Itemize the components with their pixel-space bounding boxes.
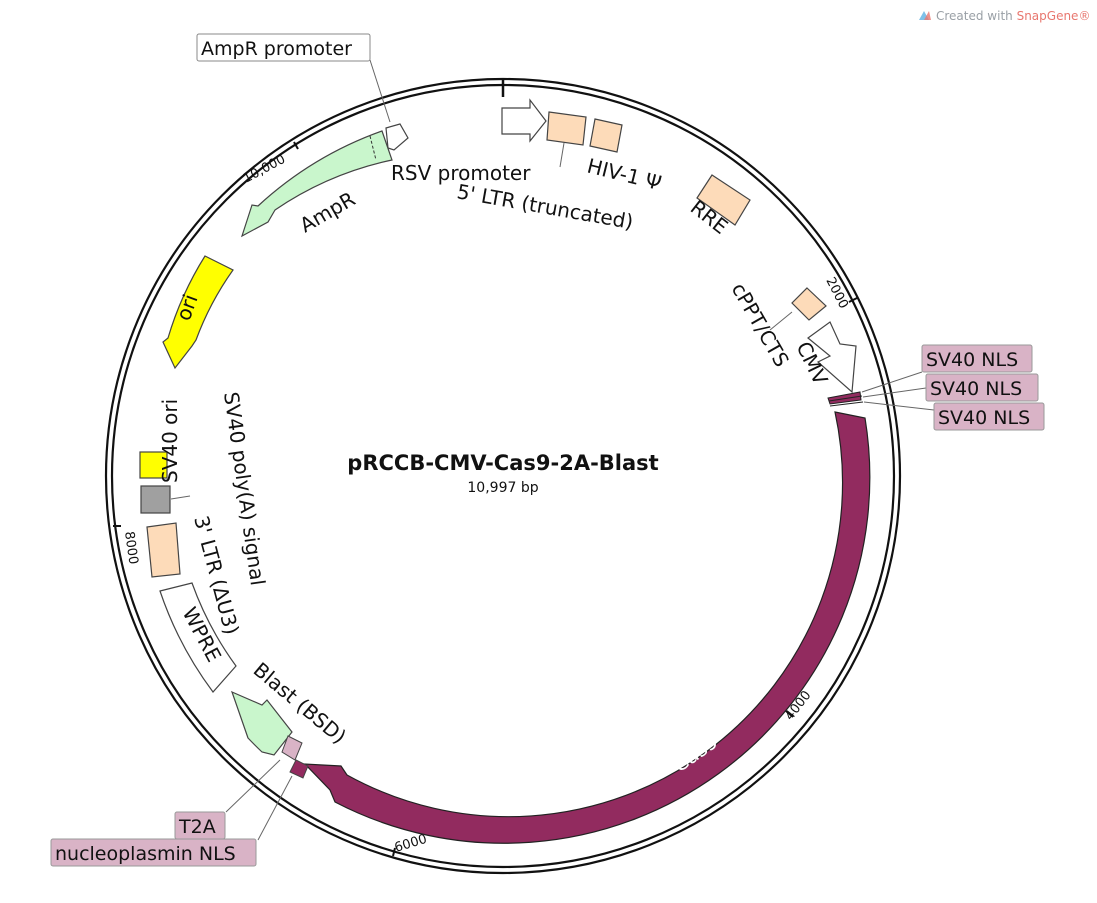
svg-text:nucleoplasmin NLS: nucleoplasmin NLS bbox=[55, 843, 236, 865]
snapgene-logo-icon bbox=[919, 11, 931, 20]
rsv-promoter-label: RSV promoter bbox=[391, 161, 531, 185]
wpre-feature[interactable] bbox=[159, 582, 237, 693]
tick-label-10000: 10,000 bbox=[241, 152, 288, 187]
sv40-nls-label-2[interactable]: SV40 NLS bbox=[925, 373, 1039, 402]
rsv-promoter-feature[interactable] bbox=[501, 98, 547, 143]
cmv-feature[interactable] bbox=[807, 321, 857, 394]
sv40-polya-feature[interactable] bbox=[140, 485, 171, 514]
svg-text:T2A: T2A bbox=[178, 816, 216, 838]
ampr-promoter-feature[interactable] bbox=[385, 123, 409, 151]
rre-feature[interactable] bbox=[696, 174, 751, 226]
ltr3-feature[interactable] bbox=[146, 522, 181, 578]
nucleoplasmin-nls-label-box[interactable]: nucleoplasmin NLS bbox=[50, 838, 257, 867]
svg-text:SV40 NLS: SV40 NLS bbox=[938, 407, 1030, 429]
plasmid-length: 10,997 bp bbox=[467, 480, 538, 496]
cppt-cts-feature[interactable] bbox=[791, 287, 827, 321]
watermark: Created with SnapGene® bbox=[919, 9, 1090, 23]
t2a-feature[interactable] bbox=[281, 735, 303, 761]
sv40-ori-feature[interactable] bbox=[139, 451, 168, 479]
ltr5-label: 5' LTR (truncated) bbox=[455, 179, 635, 234]
cppt-cts-label: cPPT/CTS bbox=[727, 279, 794, 371]
ampr-promoter-label-box[interactable]: AmpR promoter bbox=[196, 33, 371, 62]
nucleoplasmin-nls-feature[interactable] bbox=[289, 759, 309, 779]
sv40-nls-label-1[interactable]: SV40 NLS bbox=[921, 344, 1033, 373]
sv40-nls-label-3[interactable]: SV40 NLS bbox=[933, 402, 1045, 431]
sv40-nls-marks bbox=[827, 371, 935, 411]
backbone bbox=[104, 77, 902, 875]
cas9-feature[interactable] bbox=[303, 411, 871, 844]
tick-label-6000: 6000 bbox=[393, 832, 429, 856]
watermark-text: Created with SnapGene® bbox=[936, 9, 1090, 23]
svg-text:SV40 NLS: SV40 NLS bbox=[930, 378, 1022, 400]
ltr5-feature[interactable] bbox=[546, 111, 587, 146]
ampr-label: AmpR bbox=[296, 187, 360, 238]
sv40-polya-label: SV40 poly(A) signal bbox=[219, 390, 270, 587]
blast-feature[interactable] bbox=[230, 690, 293, 756]
plasmid-name: pRCCB-CMV-Cas9-2A-Blast bbox=[347, 451, 658, 475]
hiv1-psi-feature[interactable] bbox=[589, 118, 623, 153]
ampr-feature[interactable] bbox=[240, 130, 393, 238]
sv40-ori-label: SV40 ori bbox=[158, 399, 182, 483]
svg-text:AmpR promoter: AmpR promoter bbox=[201, 38, 352, 60]
hiv1-psi-label: HIV-1 Ψ bbox=[585, 154, 664, 196]
t2a-label-box[interactable]: T2A bbox=[174, 811, 226, 840]
ori-feature[interactable] bbox=[162, 255, 234, 370]
svg-text:SV40 NLS: SV40 NLS bbox=[926, 349, 1018, 371]
tick-label-8000: 8000 bbox=[121, 530, 140, 565]
